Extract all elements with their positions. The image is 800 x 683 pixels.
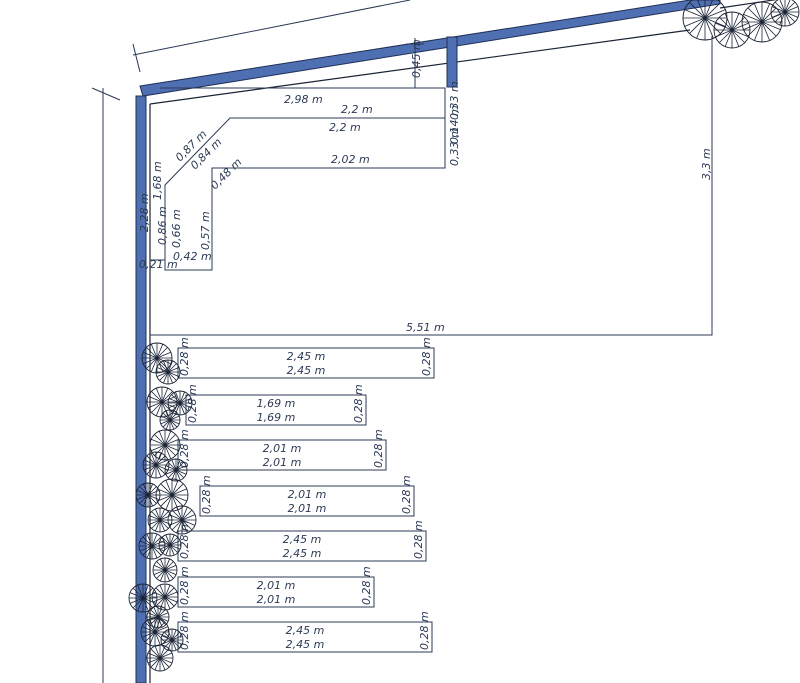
bed-length-label: 2,45 m [286,624,325,637]
bed-length-label-2: 2,45 m [286,638,325,651]
shrub-icon [147,507,173,533]
label-0-66: 0,66 m [170,209,183,248]
bed-4: 2,01 m2,01 m 0,28 m 0,28 m [199,475,415,517]
label-2-02: 2,02 m [331,153,370,166]
bed-outline [177,439,387,471]
label-2-2-lower: 2,2 m [329,121,361,134]
label-3-3: 3,3 m [700,148,713,180]
shrub-icon [164,458,188,482]
bed-width-left-label: 0,28 m [178,429,191,468]
bed-6: 2,01 m2,01 m 0,28 m 0,28 m [177,566,375,608]
label-0-33-a: 0,33 m [448,81,461,120]
left-dimension-tick [91,87,121,101]
shrub-icon [167,390,193,416]
bed-outline [177,576,375,608]
bed-7: 2,45 m2,45 m 0,28 m 0,28 m [177,611,433,653]
bed-width-left-label: 0,28 m [178,566,191,605]
label-0-21: 0,21 m [139,258,178,271]
pillar [446,36,458,88]
bed-5: 2,45 m2,45 m 0,28 m 0,28 m [177,520,427,562]
label-0-14: 0,14 m [448,105,461,144]
bed-2: 1,69 m1,69 m 0,28 m 0,28 m [185,384,367,426]
bed-length-label-2: 2,01 m [263,456,302,469]
bed-length-label: 1,69 m [257,397,296,410]
label-0-57: 0,57 m [199,211,212,250]
bed-width-left-label: 0,28 m [186,384,199,423]
shrub-icon [167,505,197,535]
shrub-icon [158,533,182,557]
shrub-icon [138,532,166,560]
bed-outline [177,530,427,562]
bed-length-label-2: 2,01 m [257,593,296,606]
label-2-98: 2,98 m [284,93,323,106]
shrub-symbols-top [682,0,800,49]
shrub-symbols [128,342,197,672]
inner-bed-outline [160,87,446,271]
bed-width-left-label: 0,28 m [200,475,213,514]
bed-length-label-2: 1,69 m [257,411,296,424]
bed-length-label-2: 2,45 m [287,364,326,377]
shrub-icon [141,342,173,374]
shrub-icon [142,451,170,479]
bed-outline [199,485,415,517]
label-0-48: 0,48 m [208,156,245,193]
left-wall [135,95,147,683]
shrub-icon [159,409,181,431]
inner-top-line [149,29,691,105]
bed-width-left-label: 0,28 m [178,520,191,559]
shrub-icon [155,359,181,385]
label-0-86: 0,86 m [156,206,169,245]
bed-1: 2,45 m2,45 m 0,28 m 0,28 m [177,337,435,379]
label-0-33-b: 0,33 m [448,127,461,166]
bed-width-right-label: 0,28 m [400,475,413,514]
bed-length-label: 2,45 m [287,350,326,363]
bed-outline [185,394,367,426]
top-wall [139,0,721,97]
bed-width-right-label: 0,28 m [352,384,365,423]
label-5-51: 5,51 m [406,321,445,334]
bed-width-left-label: 0,28 m [178,611,191,650]
shrub-icon [713,11,751,49]
bed-width-left-label: 0,28 m [178,337,191,376]
terrace-outline [150,36,713,336]
shrub-icon [152,557,178,583]
shrub-icon [155,478,189,512]
shrub-icon [770,0,800,27]
top-dimension-line [132,0,411,56]
bed-outline [177,621,433,653]
shrub-icon [741,1,783,43]
bed-width-right-label: 0,28 m [420,337,433,376]
bed-length-label-2: 2,01 m [288,502,327,515]
bed-width-right-label: 0,28 m [412,520,425,559]
shrub-icon [146,644,174,672]
label-0-45: 0,45 m [410,39,423,78]
bed-outline [177,347,435,379]
bed-length-label: 2,01 m [263,442,302,455]
bed-width-right-label: 0,28 m [418,611,431,650]
bed-length-label: 2,01 m [257,579,296,592]
label-0-42: 0,42 m [173,250,212,263]
bed-3: 2,01 m2,01 m 0,28 m 0,28 m [177,429,387,471]
bed-length-label: 2,45 m [283,533,322,546]
label-2-28: 2,28 m [138,193,151,232]
label-1-68: 1,68 m [151,161,164,200]
label-2-2-upper: 2,2 m [341,103,373,116]
bed-width-right-label: 0,28 m [360,566,373,605]
bed-width-right-label: 0,28 m [372,429,385,468]
bed-length-label-2: 2,45 m [283,547,322,560]
top-dimension-tick [132,43,141,73]
shrub-icon [160,628,184,652]
bed-length-label: 2,01 m [288,488,327,501]
